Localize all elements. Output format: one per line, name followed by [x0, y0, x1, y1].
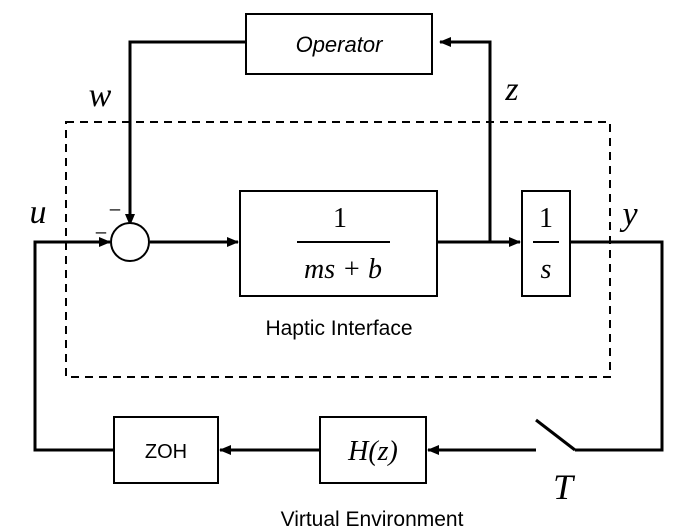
- zoh-label: ZOH: [145, 441, 187, 463]
- signal-w-label: w: [89, 77, 112, 114]
- haptic-interface-boundary: [65, 121, 611, 378]
- zoh-block: [113, 416, 219, 484]
- y-output-wire: [570, 240, 664, 452]
- signal-z-label: z: [504, 71, 518, 108]
- integrator-numerator: 1: [539, 203, 553, 234]
- signal-y-label: y: [619, 196, 638, 233]
- h-block: [319, 416, 427, 484]
- plant-denominator: ms + b: [304, 254, 382, 285]
- operator-label: Operator: [296, 32, 384, 57]
- integrator-denominator: s: [541, 254, 552, 285]
- u-input-wire: [33, 237, 114, 452]
- sum-sign-left: _: [95, 214, 107, 235]
- h-label: H(z): [347, 436, 398, 467]
- sample-period-label: T: [553, 467, 576, 507]
- operator-block: [245, 13, 433, 75]
- signal-u-label: u: [30, 194, 47, 231]
- w-feedback-wire: [125, 40, 246, 226]
- z-feedback-wire: [439, 37, 492, 242]
- sum-sign-top: _: [109, 191, 121, 212]
- summing-junction: [110, 222, 150, 262]
- sampler-switch: [535, 418, 576, 452]
- integrator-block: [521, 190, 571, 297]
- virtual-environment-label: Virtual Environment: [281, 508, 464, 531]
- plant-numerator: 1: [333, 203, 347, 234]
- haptic-interface-label: Haptic Interface: [265, 317, 412, 340]
- plant-block: [239, 190, 438, 297]
